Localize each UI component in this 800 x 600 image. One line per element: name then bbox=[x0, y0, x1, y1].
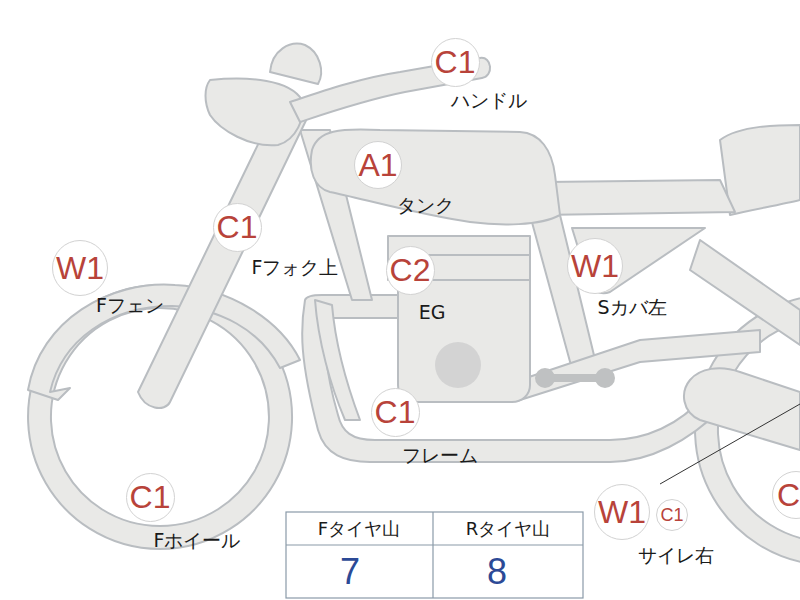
callout-code: W1 bbox=[598, 496, 646, 528]
table-value: 8 bbox=[487, 552, 507, 592]
callout-circle: W1 bbox=[52, 240, 108, 296]
part-name: フレーム bbox=[402, 445, 478, 466]
callout-code: W1 bbox=[571, 250, 619, 282]
table-value: 7 bbox=[340, 552, 360, 592]
callout-circle: C1 bbox=[656, 499, 688, 531]
part-name: Fホイール bbox=[154, 530, 241, 551]
callout-circle: C bbox=[772, 471, 800, 519]
callout-circle: W1 bbox=[594, 484, 650, 540]
part-name: Fフェン bbox=[96, 295, 164, 316]
callout-circle: W1 bbox=[567, 238, 623, 294]
callout-circle: C1 bbox=[371, 388, 420, 437]
table-header: Fタイヤ山 bbox=[318, 519, 400, 539]
part-name: EG bbox=[419, 302, 446, 323]
callout-code: C1 bbox=[435, 46, 476, 78]
part-name: タンク bbox=[397, 195, 454, 216]
callout-code: C2 bbox=[390, 254, 431, 286]
callout-code: C1 bbox=[130, 481, 171, 513]
callout-code: W1 bbox=[56, 252, 104, 284]
callout-circle: C2 bbox=[386, 246, 435, 295]
part-name: サイレ右 bbox=[638, 545, 714, 566]
table-header: Rタイヤ山 bbox=[466, 519, 551, 539]
callout-circle: C1 bbox=[431, 38, 480, 87]
part-name: Sカバ左 bbox=[597, 297, 666, 318]
callout-code: C1 bbox=[375, 396, 416, 428]
callout-circle: C1 bbox=[126, 473, 175, 522]
part-name: Fフォク上 bbox=[252, 257, 339, 278]
callout-code: C1 bbox=[217, 211, 258, 243]
callout-code: C bbox=[777, 479, 800, 511]
callout-code: A1 bbox=[358, 149, 397, 181]
callout-circle: C1 bbox=[213, 203, 262, 252]
part-name: ハンドル bbox=[451, 90, 527, 111]
callout-circle: A1 bbox=[354, 141, 402, 189]
callout-code: C1 bbox=[660, 506, 683, 524]
